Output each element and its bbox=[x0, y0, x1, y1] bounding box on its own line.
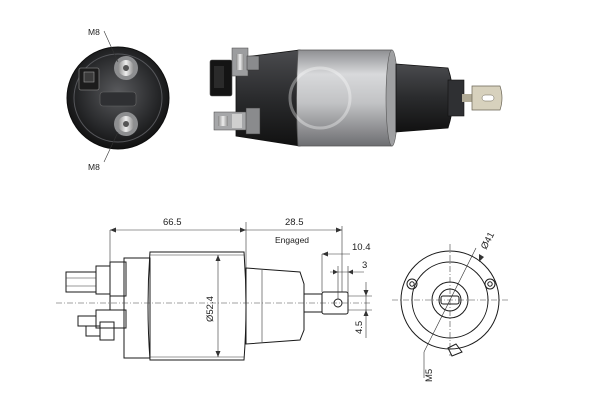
callout-m8-bottom: M8 bbox=[88, 162, 100, 172]
plunger-tab-photo bbox=[462, 85, 503, 111]
dim-length: 66.5 bbox=[163, 217, 182, 228]
dim-4-5: 4.5 bbox=[354, 321, 365, 334]
dim-stroke-note: Engaged bbox=[275, 235, 309, 245]
terminal-top-photo bbox=[114, 56, 138, 80]
terminal-bottom-photo bbox=[114, 112, 138, 136]
photo-side-view bbox=[209, 47, 503, 147]
stud-bottom-photo bbox=[213, 107, 261, 135]
watermark-emblem bbox=[288, 66, 352, 130]
photo-end-view bbox=[66, 30, 170, 163]
callout-m5: M5 bbox=[424, 369, 435, 382]
solenoid-body-photo bbox=[296, 49, 396, 147]
front-cap-photo bbox=[395, 63, 454, 133]
connector-outline bbox=[65, 271, 97, 293]
dim-10-4: 10.4 bbox=[352, 242, 371, 253]
dim-diameter-41: Ø41 bbox=[479, 230, 497, 251]
dim-diameter-52-4: Ø52.4 bbox=[205, 296, 216, 322]
stud-top-photo bbox=[231, 47, 260, 77]
callout-m8-top: M8 bbox=[88, 27, 100, 37]
dim-stroke: 28.5 bbox=[285, 217, 304, 228]
drawing-side-view bbox=[56, 222, 372, 361]
dim-3: 3 bbox=[362, 260, 367, 271]
body-outline bbox=[147, 251, 247, 361]
drawing-front-view bbox=[392, 244, 508, 378]
